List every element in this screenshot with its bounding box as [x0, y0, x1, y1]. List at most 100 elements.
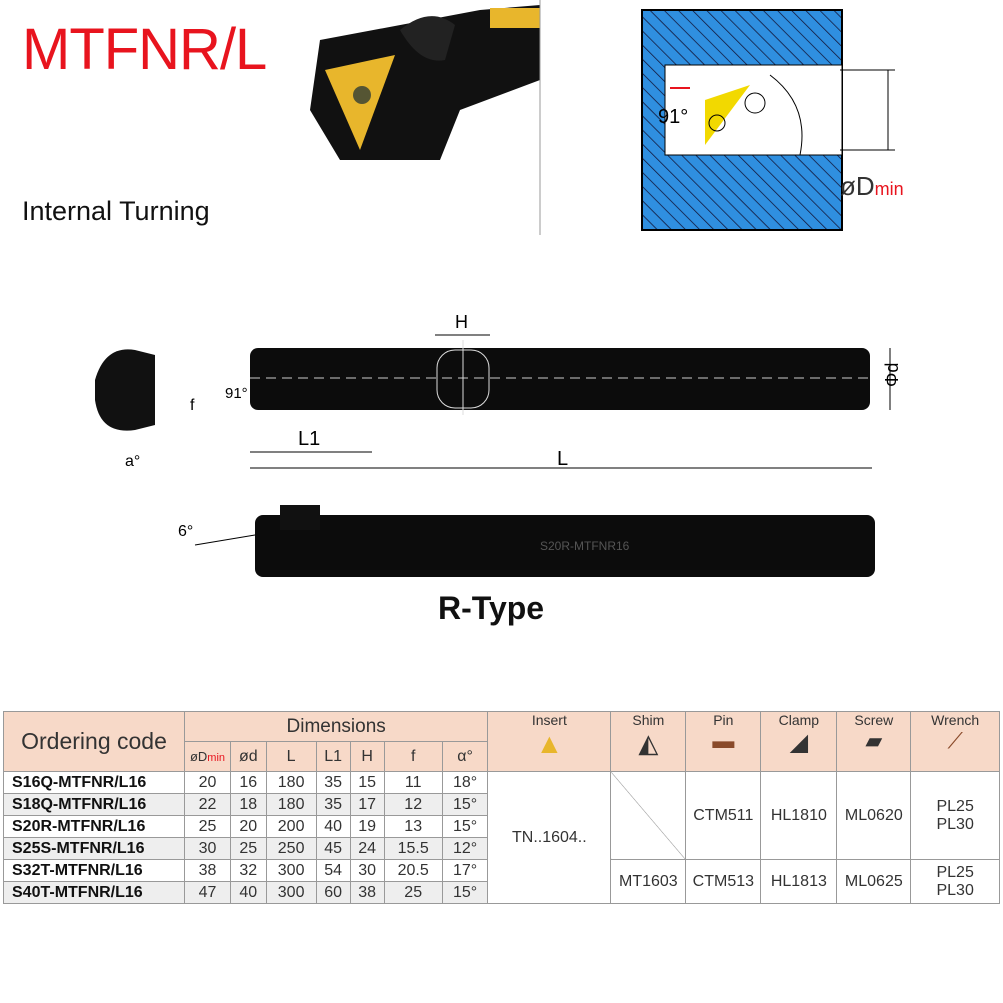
text-label: 24 [349, 837, 385, 860]
text-label: ML0625 [836, 859, 912, 904]
text-label: f [383, 741, 443, 772]
text-label: Ordering code [3, 711, 185, 772]
text-label: 20 [184, 771, 231, 794]
text-label: H [455, 312, 468, 332]
text-label: øD [189, 749, 208, 764]
text-label: TN..1604.. [487, 771, 612, 904]
text-label: L [265, 741, 317, 772]
text-label: 200 [265, 815, 317, 838]
text-label: min [207, 752, 226, 764]
text-label: min [875, 179, 904, 199]
text-label: L1 [315, 741, 351, 772]
text-label: 17° [441, 859, 489, 882]
text-label: 38 [349, 881, 385, 904]
text-label: 25 [184, 815, 231, 838]
text-label: 300 [265, 881, 317, 904]
text-label: 12° [441, 837, 489, 860]
type-label: R-Type [438, 590, 545, 626]
text-label: 32 [230, 859, 267, 882]
boring-bar [250, 348, 870, 410]
svg-text:øDmin: øDmin [840, 171, 904, 201]
text-label: α° [441, 741, 489, 772]
text-label: 19 [349, 815, 385, 838]
text-label: PL30 [936, 881, 974, 899]
text-label: Clamp [778, 712, 820, 728]
text-label: 30 [349, 859, 385, 882]
text-label: S20R-MTFNR/L16 [3, 815, 185, 838]
text-label: a° [125, 453, 140, 470]
text-label: Screw [854, 712, 894, 728]
text-label: 25 [383, 881, 443, 904]
text-label: Pin [713, 712, 734, 728]
text-label: f [190, 397, 195, 414]
text-label: Insert [531, 712, 567, 728]
text-label: 15 [349, 771, 385, 794]
text-label: 12 [383, 793, 443, 816]
text-label: HL1813 [760, 859, 838, 904]
text-label: L1 [298, 428, 320, 450]
text-label: øD [840, 171, 875, 201]
text-label: 15° [441, 881, 489, 904]
text-label: 22 [184, 793, 231, 816]
text-label: 16 [230, 771, 267, 794]
product-title: MTFNR/L [22, 17, 267, 82]
angle-label: 91° [658, 106, 688, 128]
text-label: 11 [383, 771, 443, 794]
text-label: MT1603 [610, 859, 687, 904]
text-label: Shim [632, 712, 665, 728]
text-label: H [349, 741, 385, 772]
text-label: 25 [230, 837, 267, 860]
text-label: 47 [184, 881, 231, 904]
text-label: S25S-MTFNR/L16 [3, 837, 185, 860]
text-label: PL25 [936, 863, 974, 881]
text-label: Dimensions [183, 711, 489, 742]
spec-table: Ordering code Dimensions Insert▲ Shim◭ P… [3, 711, 1000, 904]
text-label: 17 [349, 793, 385, 816]
text-label: 300 [265, 859, 317, 882]
pin-icon: ▬ [712, 728, 735, 753]
text-label: 35 [315, 771, 351, 794]
text-label: 20 [230, 815, 267, 838]
text-label: 15.5 [383, 837, 443, 860]
dimension-drawing: H f 91° Φd L1 L a° S20R-MTFNR16 6° [95, 312, 902, 577]
text-label: HL1810 [760, 771, 838, 860]
insert-icon: ▲ [535, 728, 564, 759]
tool-photo [310, 0, 541, 235]
text-label: PL25 [936, 797, 974, 815]
text-label: 38 [184, 859, 231, 882]
screw-icon: ▰ [865, 728, 883, 753]
text-label: S32T-MTFNR/L16 [3, 859, 185, 882]
text-label: 15° [441, 815, 489, 838]
text-label: 250 [265, 837, 317, 860]
text-label: L [557, 448, 568, 470]
boring-diagram: 91° øDmin [641, 9, 904, 231]
text-label: S20R-MTFNR16 [540, 539, 630, 553]
text-label: 54 [315, 859, 351, 882]
text-label: 40 [230, 881, 267, 904]
clamp-icon: ◢ [789, 729, 809, 756]
text-label: PL30 [936, 815, 974, 833]
subtitle: Internal Turning [22, 196, 210, 226]
text-label: 40 [315, 815, 351, 838]
end-view [95, 349, 155, 431]
text-label: ød [230, 741, 267, 772]
text-label: S18Q-MTFNR/L16 [3, 793, 185, 816]
text-label: CTM513 [685, 859, 762, 904]
text-label: 45 [315, 837, 351, 860]
text-label: Wrench [931, 712, 980, 728]
text-label: ML0620 [836, 771, 912, 860]
text-label: 91° [225, 385, 248, 402]
text-label: 13 [383, 815, 443, 838]
text-label: 60 [315, 881, 351, 904]
text-label: 15° [441, 793, 489, 816]
text-label: S16Q-MTFNR/L16 [3, 771, 185, 794]
text-label: 18° [441, 771, 489, 794]
text-label: 30 [184, 837, 231, 860]
text-label: 18 [230, 793, 267, 816]
text-label: Φd [882, 363, 902, 387]
